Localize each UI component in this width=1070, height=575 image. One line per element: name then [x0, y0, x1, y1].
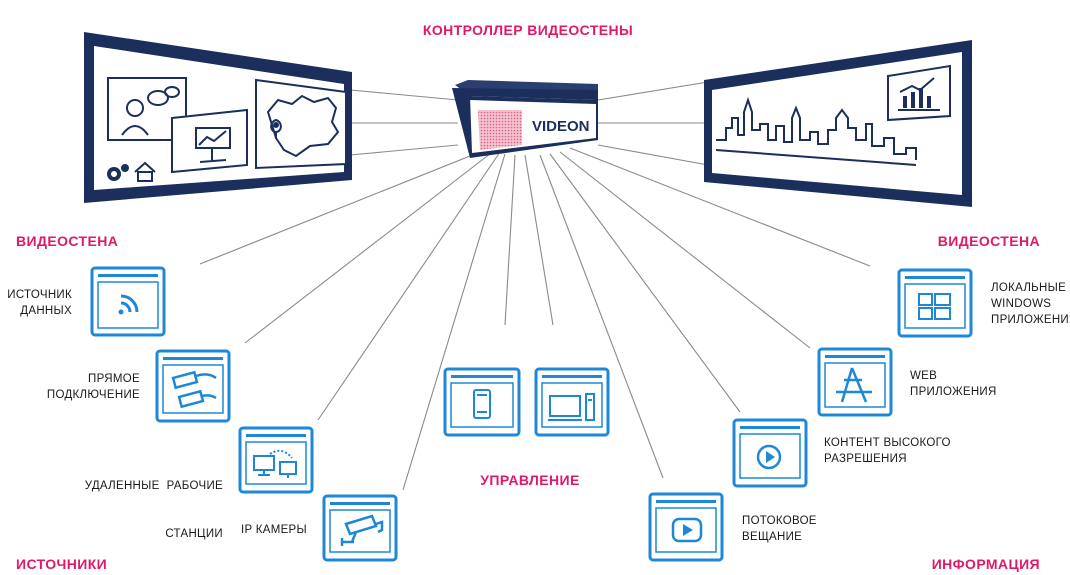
label-line: IP КАМЕРЫ	[240, 524, 307, 536]
connector-lines	[199, 81, 871, 491]
diagram-title: КОНТРОЛЛЕР ВИДЕОСТЕНЫ	[422, 22, 634, 38]
desktop-computer-icon	[548, 393, 595, 421]
connector-line	[349, 89, 459, 101]
connector-line	[597, 81, 709, 101]
label-line: УДАЛЕННЫЕ РАБОЧИЕ	[84, 480, 223, 492]
connector-line	[199, 147, 491, 265]
label-line: СТАНЦИИ	[165, 528, 223, 540]
section-label-wall-right: ВИДЕОСТЕНА	[937, 233, 1040, 249]
info-label-windows: ЛОКАЛЬНЫЕ WINDOWS ПРИЛОЖЕНИЯ	[991, 280, 1070, 328]
label-line: ВЕЩАНИЕ	[742, 531, 803, 543]
rss-icon	[118, 294, 139, 315]
person-chat-icon	[107, 77, 187, 141]
section-label-control: УПРАВЛЕНИЕ	[480, 472, 580, 488]
source-label-ipcam: IP КАМЕРЫ	[200, 522, 307, 538]
source-label-direct: ПРЯМОЕ ПОДКЛЮЧЕНИЕ	[20, 371, 140, 403]
presentation-board-icon	[171, 108, 248, 174]
section-label-sources: ИСТОЧНИКИ	[16, 556, 108, 572]
windows-icon	[918, 293, 951, 320]
section-label-wall-left: ВИДЕОСТЕНА	[16, 233, 119, 249]
cable-connector-icon	[171, 370, 217, 409]
connector-line	[597, 144, 709, 166]
left-video-wall	[84, 32, 352, 203]
source-label-data: ИСТОЧНИК ДАННЫХ	[0, 287, 72, 319]
led-panel	[478, 110, 522, 150]
connector-line	[524, 154, 554, 326]
windows-apps-box	[897, 268, 973, 338]
map-pin-icon	[255, 78, 347, 170]
connector-line	[504, 154, 516, 326]
label-line: WINDOWS	[991, 298, 1052, 310]
home-icon	[134, 161, 156, 182]
info-label-streaming: ПОТОКОВОЕ ВЕЩАНИЕ	[742, 513, 842, 545]
connector-line	[244, 149, 496, 344]
connector-line	[317, 151, 501, 421]
youtube-play-icon	[671, 517, 703, 543]
desktop-box	[534, 367, 610, 437]
label-line: ПРИЛОЖЕНИЯ	[991, 314, 1070, 326]
gear-icon	[107, 164, 129, 181]
hd-content-box	[732, 418, 808, 488]
right-video-wall	[704, 40, 972, 207]
remote-desktop-icon	[253, 449, 297, 478]
source-label-remote: УДАЛЕННЫЕ РАБОЧИЕ СТАНЦИИ	[60, 446, 223, 558]
connector-line	[559, 151, 811, 349]
section-label-info: ИНФОРМАЦИЯ	[931, 556, 1040, 572]
label-line: ПРЯМОЕ	[88, 373, 140, 385]
controller-device: VIDEON	[452, 80, 598, 158]
remote-workstations-box	[238, 426, 314, 494]
cctv-camera-icon	[340, 514, 384, 546]
label-line: WEB	[910, 370, 938, 382]
direct-connection-box	[155, 349, 231, 423]
connector-line	[539, 154, 664, 479]
web-apps-box	[817, 347, 893, 417]
ip-cameras-box	[322, 494, 398, 562]
app-store-icon	[836, 367, 872, 403]
bar-chart-icon	[887, 64, 951, 122]
label-line: ЛОКАЛЬНЫЕ	[991, 282, 1067, 294]
skyline-icon	[715, 96, 917, 166]
label-line: ПРИЛОЖЕНИЯ	[910, 386, 997, 398]
label-line: ДАННЫХ	[20, 305, 72, 317]
play-icon	[756, 444, 782, 470]
source-data-box	[90, 266, 166, 337]
label-line: ПОТОКОВОЕ	[742, 515, 817, 527]
connector-line	[349, 144, 459, 156]
streaming-box	[648, 492, 724, 562]
connector-line	[402, 153, 506, 491]
smartphone-icon	[473, 389, 491, 419]
info-label-web: WEB ПРИЛОЖЕНИЯ	[910, 368, 1010, 400]
label-line: ИСТОЧНИК	[7, 289, 72, 301]
device-logo: VIDEON	[532, 118, 590, 135]
label-line: КОНТЕНТ ВЫСОКОГО	[824, 437, 951, 449]
connector-line	[549, 153, 741, 413]
label-line: ПОДКЛЮЧЕНИЕ	[46, 389, 140, 401]
info-label-hd: КОНТЕНТ ВЫСОКОГО РАЗРЕШЕНИЯ	[824, 435, 964, 467]
connector-line	[569, 147, 871, 267]
smartphone-box	[443, 367, 521, 437]
label-line: РАЗРЕШЕНИЯ	[824, 453, 907, 465]
